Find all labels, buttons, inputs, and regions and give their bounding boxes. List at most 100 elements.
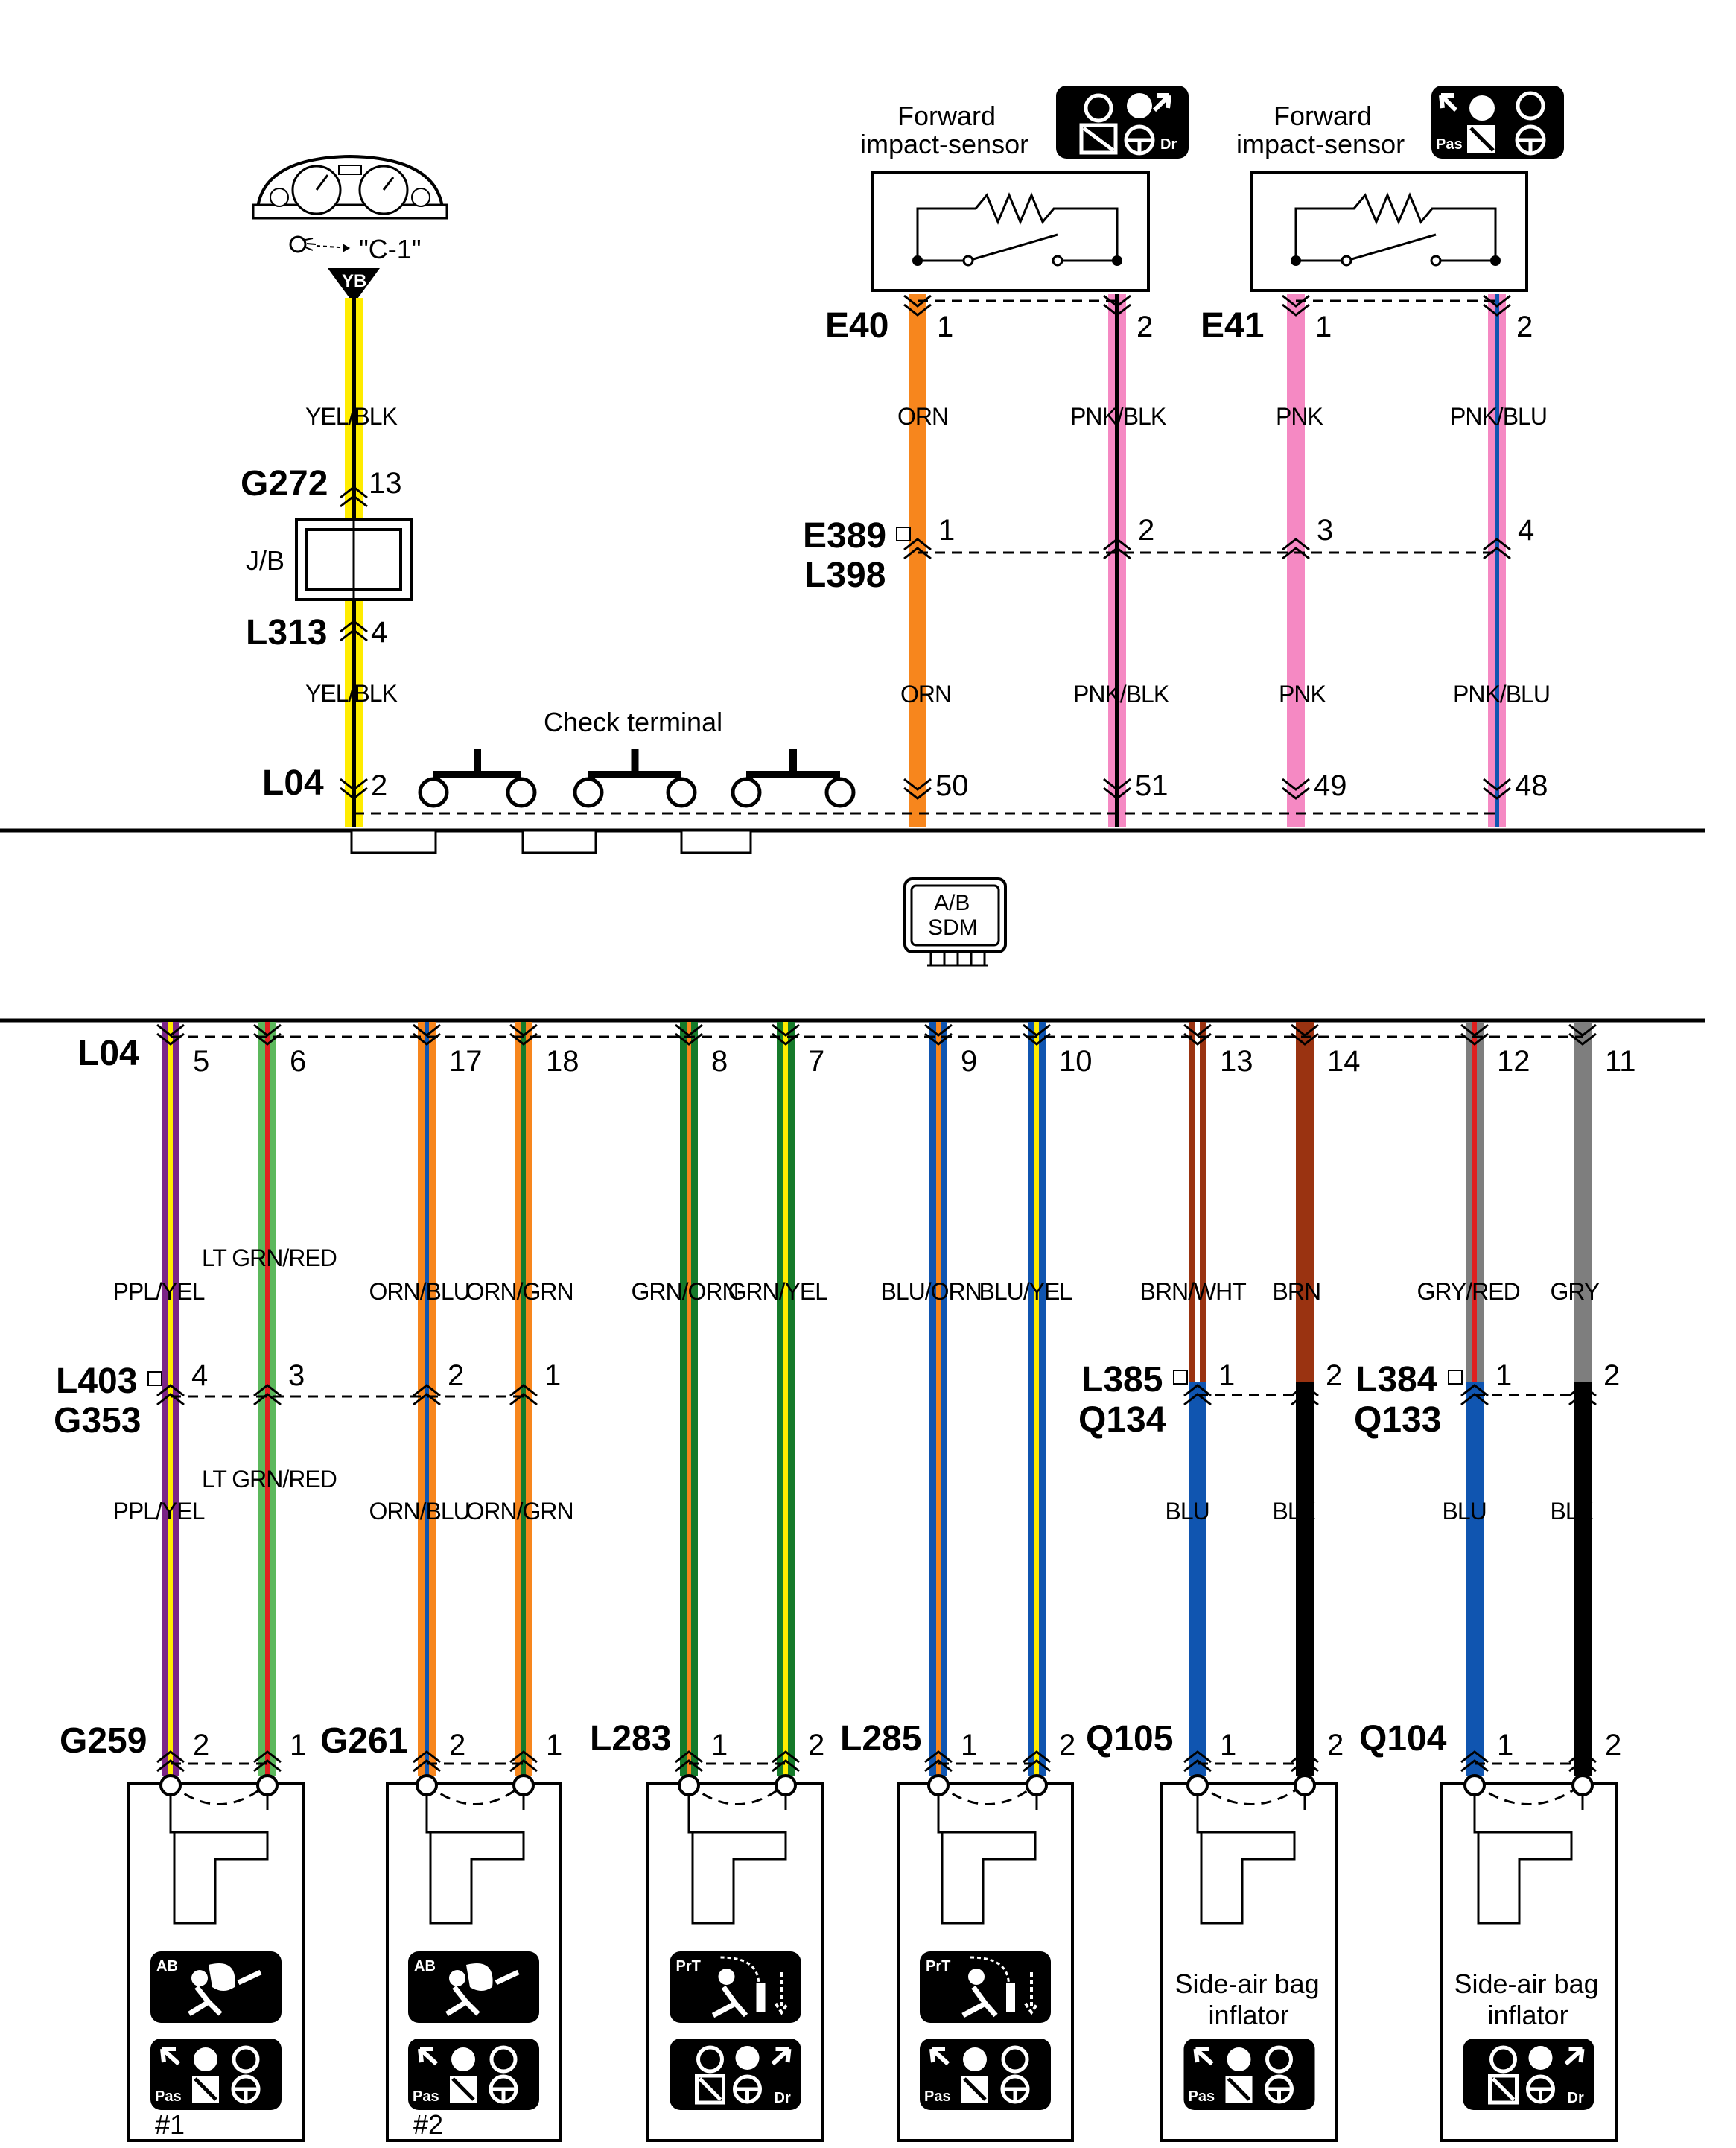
- connector-chevron: [1103, 538, 1131, 560]
- check-terminal-socket: [350, 829, 437, 854]
- pin-number: 2: [1138, 514, 1154, 547]
- passenger-seat-badge-icon: Pas: [1183, 2039, 1315, 2110]
- wire-label: ORN: [900, 681, 951, 708]
- connector-l384: L384: [1355, 1360, 1437, 1399]
- bottom-wire: [777, 1022, 795, 1776]
- pin-number: 9: [961, 1045, 977, 1078]
- pin-number: 2: [1059, 1729, 1075, 1761]
- sensor-badge-pas: Pas: [1436, 136, 1463, 153]
- connector-q105: Q105: [1086, 1719, 1173, 1758]
- connector-chevron: [253, 1750, 282, 1773]
- connector-chevron: [413, 1750, 441, 1773]
- pin-number: 11: [1605, 1045, 1636, 1078]
- pin-number: 8: [711, 1045, 728, 1078]
- connector-l285: L285: [840, 1719, 921, 1758]
- passenger-seat-badge-icon: Pas: [150, 2039, 282, 2110]
- wire-label: ORN/BLU: [369, 1498, 470, 1525]
- connector-q104: Q104: [1359, 1719, 1447, 1758]
- sdm-module-icon: A/B SDM: [903, 877, 1007, 967]
- pin-number: 1: [546, 1729, 562, 1761]
- connector-chevron: [1568, 1023, 1597, 1046]
- wire-label: YEL/BLK: [305, 680, 398, 707]
- bottom-wire: [929, 1022, 947, 1776]
- module-title-1: Side-air bag: [1454, 1969, 1599, 1999]
- wire-label: ORN/GRN: [466, 1278, 573, 1305]
- connector-chevron: [1483, 294, 1511, 317]
- pin-number: 1: [1220, 1729, 1236, 1761]
- pin-number: 6: [290, 1045, 306, 1078]
- pin-number: 3: [288, 1359, 305, 1392]
- sdm-label-2: SDM: [928, 915, 978, 940]
- check-terminal-label: Check terminal: [544, 707, 722, 737]
- connector-chevron: [772, 1750, 800, 1773]
- instrument-cluster-icon: [252, 154, 448, 220]
- pin-number: 1: [1495, 1359, 1512, 1392]
- cluster-badge-text: YB: [342, 271, 366, 291]
- connector-chevron: [1282, 538, 1310, 560]
- pin-number: 4: [371, 616, 387, 649]
- sensor-e41-title-1: Forward: [1274, 101, 1372, 131]
- pin-number: 3: [1317, 514, 1333, 547]
- top-wire-e41-1: [1287, 294, 1305, 827]
- wire-label: GRY: [1551, 1278, 1600, 1305]
- connector-chevron: [675, 1023, 703, 1046]
- wire-label: PNK/BLK: [1070, 403, 1166, 430]
- pin-number: 1: [1497, 1729, 1513, 1761]
- wire-label: BLK: [1273, 1498, 1316, 1525]
- pin-number: 1: [290, 1729, 306, 1761]
- pin-number: 51: [1135, 769, 1169, 802]
- pin-number: 17: [449, 1045, 483, 1078]
- badge-side-label: Pas: [413, 2088, 439, 2105]
- badge-type-label: AB: [414, 1958, 436, 1974]
- top-wire-e40-1: [909, 294, 926, 827]
- wire-label: BLK: [1551, 1498, 1594, 1525]
- wire-label: BLU: [1166, 1498, 1209, 1525]
- pin-number: 1: [937, 311, 953, 343]
- pin-number: 2: [371, 769, 387, 802]
- connector-chevron: [924, 1750, 953, 1773]
- badge-side-label: Pas: [1189, 2088, 1215, 2105]
- pin-number: 2: [1136, 311, 1153, 343]
- connector-chevron: [1460, 1750, 1489, 1773]
- badge-side-label: Dr: [775, 2090, 791, 2106]
- pin-number: 2: [1516, 311, 1533, 343]
- bottom-wire-lower: [1296, 1382, 1314, 1776]
- top-wire-e41-2: [1488, 294, 1506, 827]
- connector-chevron: [903, 778, 932, 800]
- connector-chevron: [509, 1750, 538, 1773]
- module-title-2: inflator: [1209, 2000, 1289, 2030]
- connector-g272: G272: [241, 464, 328, 503]
- connector-l04-top: L04: [262, 763, 324, 803]
- connector-l385: L385: [1081, 1360, 1163, 1399]
- connector-g261: G261: [320, 1721, 407, 1761]
- pin-number: 50: [935, 769, 969, 802]
- wire-label: BLU: [1443, 1498, 1487, 1525]
- connector-chevron: [1483, 538, 1511, 560]
- wire-label: BLU/ORN: [881, 1278, 982, 1305]
- connector-e41: E41: [1201, 306, 1264, 346]
- bottom-wire-lower: [1466, 1382, 1484, 1776]
- badge-side-label: Pas: [924, 2088, 951, 2105]
- connector-chevron: [903, 294, 932, 317]
- pin-number: 2: [808, 1729, 824, 1761]
- pin-number: 7: [808, 1045, 824, 1078]
- pin-number: 2: [193, 1729, 209, 1761]
- bulb-icon: [289, 235, 351, 253]
- wire-label: LT GRN/RED: [202, 1466, 337, 1493]
- connector-l313: L313: [246, 613, 327, 652]
- bottom-wire-lower: [1189, 1382, 1206, 1776]
- connector-l283: L283: [590, 1719, 671, 1758]
- wire-label: ORN/GRN: [466, 1498, 573, 1525]
- connector-l04-bottom: L04: [77, 1034, 139, 1073]
- connector-chevron: [1183, 1750, 1212, 1773]
- connector-chevron: [1291, 1023, 1319, 1046]
- pin-number: 1: [961, 1729, 977, 1761]
- pin-number: 4: [191, 1359, 208, 1392]
- connector-chevron: [509, 1384, 538, 1406]
- cluster-connector-label: "C-1": [359, 234, 422, 264]
- sensor-badge-dr: Dr: [1160, 136, 1177, 153]
